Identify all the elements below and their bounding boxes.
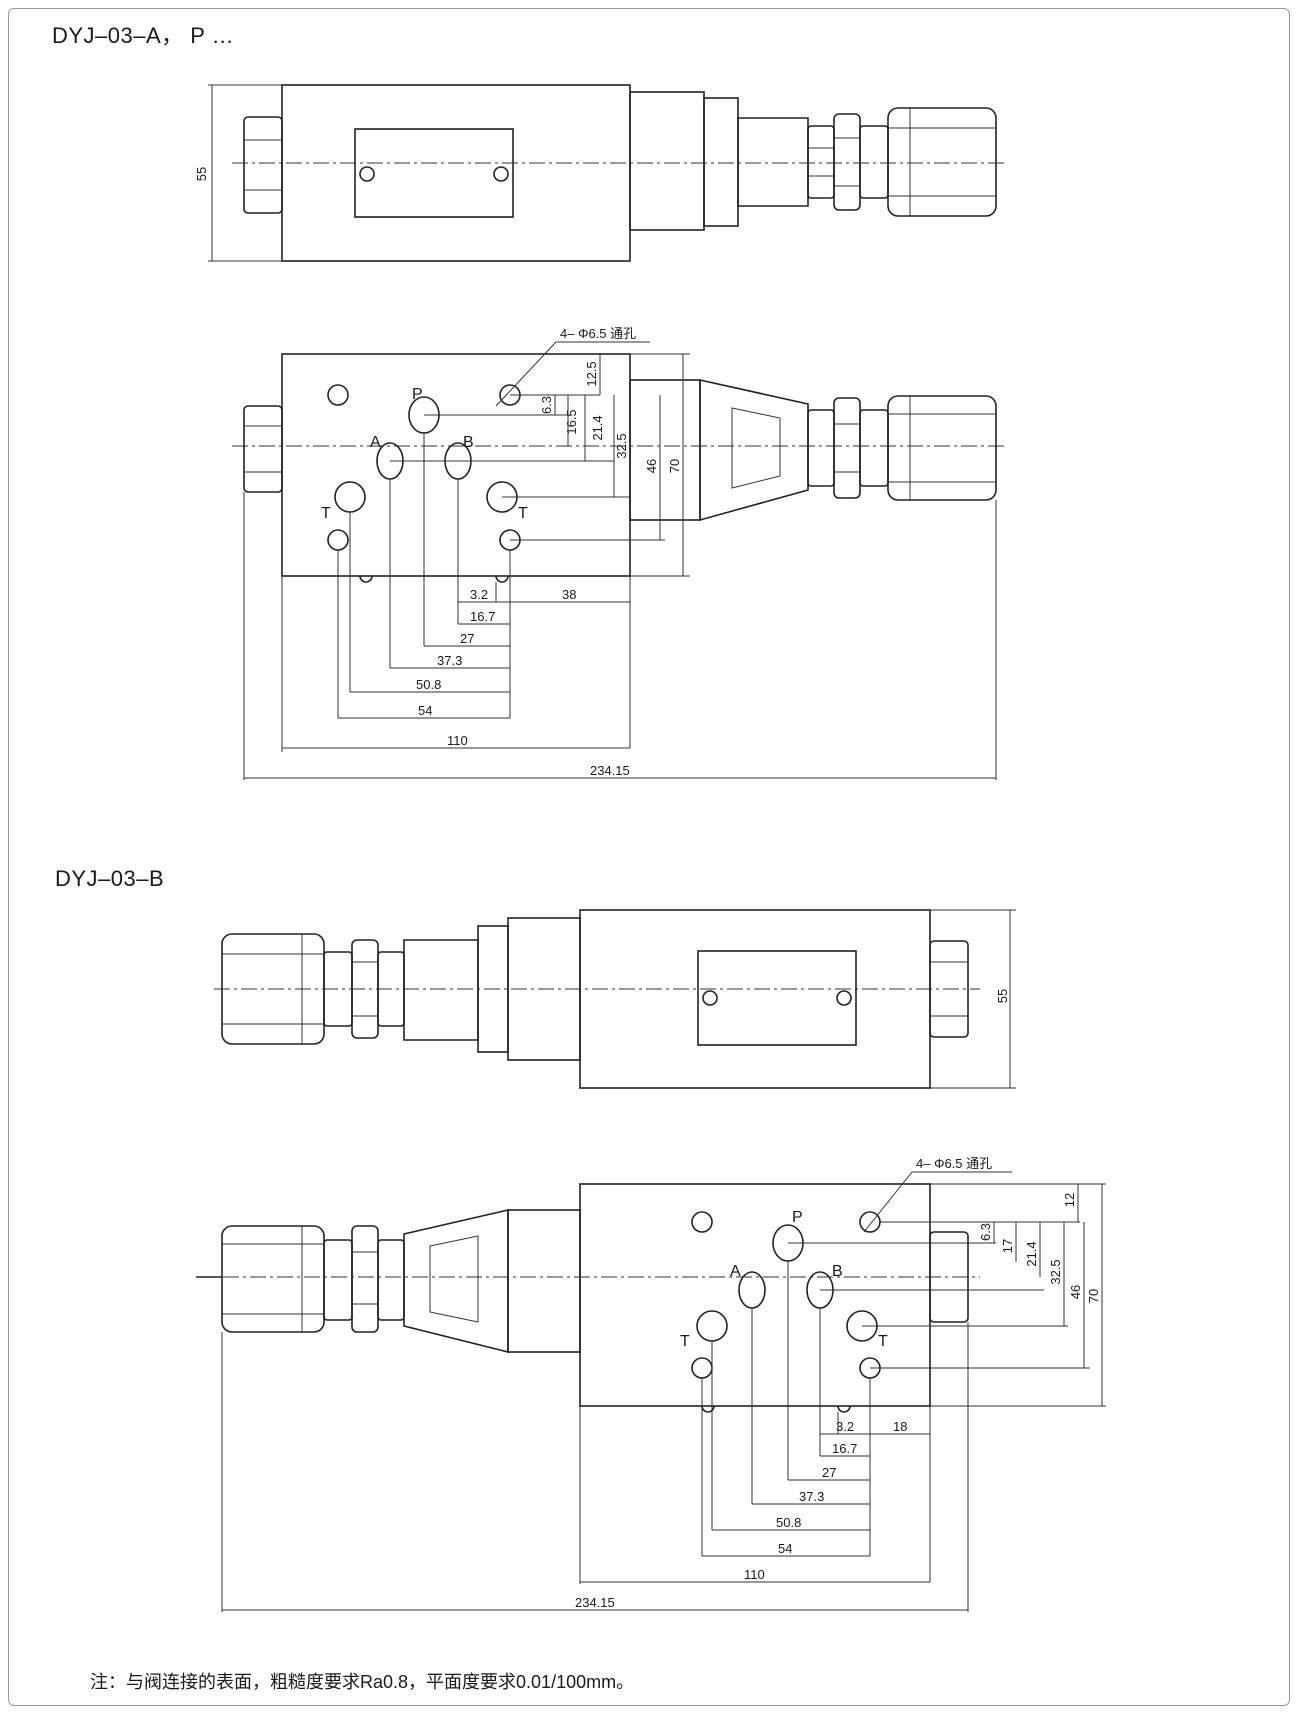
b-dim-16-7: 16.7 xyxy=(832,1441,857,1456)
a-dim-12-5: 12.5 xyxy=(584,361,599,386)
title-dyj-03-b: DYJ–03–B xyxy=(55,866,165,891)
b-top-height-dim: 55 xyxy=(995,989,1010,1003)
a-dim-234-15: 234.15 xyxy=(590,763,630,778)
view-a-front: P A B T T 4– Φ6.5 通孔 12.5 6.3 16.5 21.4 … xyxy=(232,326,1008,780)
a-dim-32-5: 32.5 xyxy=(614,433,629,458)
b-front-body xyxy=(579,1183,931,1407)
a-dim-16-5: 16.5 xyxy=(564,409,579,434)
b-dim-27: 27 xyxy=(822,1465,836,1480)
a-dim-54: 54 xyxy=(418,703,432,718)
b-dim-21-4: 21.4 xyxy=(1024,1241,1039,1266)
a-port-b: B xyxy=(463,434,474,451)
b-dim-110: 110 xyxy=(744,1567,765,1582)
a-top-nameplate xyxy=(354,128,514,218)
b-dim-12: 12 xyxy=(1062,1193,1077,1207)
b-top-nameplate xyxy=(697,950,857,1046)
b-dim-70: 70 xyxy=(1086,1289,1101,1303)
a-dim-6-3: 6.3 xyxy=(539,396,554,414)
b-dim-37-3: 37.3 xyxy=(799,1489,824,1504)
a-dim-37-3: 37.3 xyxy=(437,653,462,668)
a-dim-16-7: 16.7 xyxy=(470,609,495,624)
a-dim-46: 46 xyxy=(644,459,659,473)
a-port-p: P xyxy=(412,386,423,403)
drawing-frame xyxy=(8,8,1290,1706)
a-dim-21-4: 21.4 xyxy=(590,415,605,440)
b-port-a: A xyxy=(730,1263,741,1280)
a-dim-70: 70 xyxy=(667,459,682,473)
a-front-body xyxy=(281,353,631,577)
a-dim-27: 27 xyxy=(460,631,474,646)
b-dim-3-2: 3.2 xyxy=(836,1419,854,1434)
b-dim-234-15: 234.15 xyxy=(575,1595,615,1610)
b-dim-18: 18 xyxy=(893,1419,907,1434)
b-dim-17: 17 xyxy=(1000,1239,1015,1253)
a-dim-50-8: 50.8 xyxy=(416,677,441,692)
b-top-body xyxy=(579,909,931,1089)
surface-finish-note: 注：与阀连接的表面，粗糙度要求Ra0.8，平面度要求0.01/100mm。 xyxy=(90,1672,635,1692)
b-port-t-right: T xyxy=(878,1333,888,1350)
b-dim-54: 54 xyxy=(778,1541,792,1556)
a-top-height-dim: 55 xyxy=(194,167,209,181)
b-hole-callout: 4– Φ6.5 通孔 xyxy=(916,1156,992,1171)
a-port-t-left: T xyxy=(321,505,331,522)
a-top-body xyxy=(281,84,631,262)
view-b-top: 55 xyxy=(214,909,1016,1089)
b-dim-46: 46 xyxy=(1068,1285,1083,1299)
a-hole-callout: 4– Φ6.5 通孔 xyxy=(560,326,636,341)
a-port-a: A xyxy=(370,434,381,451)
a-dim-3-2: 3.2 xyxy=(470,587,488,602)
b-dim-50-8: 50.8 xyxy=(776,1515,801,1530)
b-port-p: P xyxy=(792,1209,803,1226)
a-dim-38: 38 xyxy=(562,587,576,602)
b-dim-6-3: 6.3 xyxy=(978,1223,993,1241)
view-b-front: P A B T T 4– Φ6.5 通孔 12 6.3 17 21.4 32.5… xyxy=(196,1156,1106,1612)
b-port-t-left: T xyxy=(680,1333,690,1350)
title-dyj-03-a: DYJ–03–A， P … xyxy=(52,23,235,48)
b-dim-32-5: 32.5 xyxy=(1048,1259,1063,1284)
b-port-b: B xyxy=(832,1263,843,1280)
view-a-top: 55 xyxy=(194,84,1008,262)
a-dim-110: 110 xyxy=(447,733,468,748)
a-port-t-right: T xyxy=(518,505,528,522)
